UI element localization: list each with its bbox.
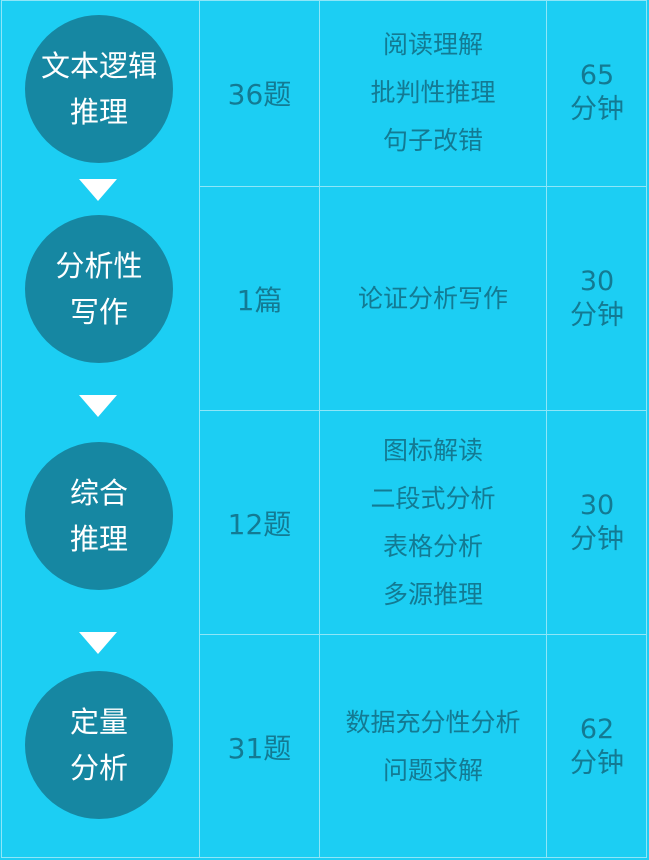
section-name-line: 推理 (69, 522, 128, 556)
topic: 句子改错 (382, 126, 483, 155)
question-count-cell: 12题 (200, 411, 319, 634)
topic: 二段式分析 (370, 483, 496, 513)
time-unit: 分钟 (570, 523, 624, 555)
time-value: 62 (579, 713, 615, 745)
row-divider (199, 634, 647, 635)
question-count-cell: 1篇 (200, 187, 319, 410)
column-divider (319, 0, 320, 858)
topics-cell: 论证分析写作 (320, 187, 546, 410)
topics-cell: 阅读理解 批判性推理 句子改错 (320, 0, 546, 186)
topics-cell: 数据充分性分析 问题求解 (320, 635, 546, 858)
section-name-line: 分析性 (55, 249, 143, 283)
section-circle-analytical-writing: 分析性 写作 (25, 215, 173, 363)
time-value: 65 (579, 60, 615, 91)
section-circle-quantitative: 定量 分析 (25, 671, 173, 819)
time-cell: 62 分钟 (547, 635, 647, 858)
topic: 批判性推理 (370, 78, 496, 107)
question-count-cell: 31题 (200, 635, 319, 858)
topic: 数据充分性分析 (345, 707, 521, 737)
time-unit: 分钟 (570, 747, 624, 779)
question-count: 12题 (227, 507, 292, 541)
topic: 论证分析写作 (357, 283, 508, 313)
topic: 图标解读 (382, 435, 483, 465)
time-value: 30 (579, 489, 615, 521)
section-name-line: 分析 (69, 751, 128, 785)
question-count: 31题 (227, 731, 292, 765)
down-arrow-icon (79, 632, 117, 654)
time-cell: 65 分钟 (547, 0, 647, 186)
down-arrow-icon (79, 395, 117, 417)
down-arrow-icon (79, 179, 117, 201)
section-name-line: 定量 (69, 705, 128, 739)
time-cell: 30 分钟 (547, 187, 647, 410)
time-value: 30 (579, 265, 615, 297)
question-count: 36题 (227, 78, 292, 111)
topic: 多源推理 (382, 579, 483, 609)
section-circle-verbal-reasoning: 文本逻辑 推理 (25, 15, 173, 163)
time-cell: 30 分钟 (547, 411, 647, 634)
row-divider (199, 410, 647, 411)
topics-cell: 图标解读 二段式分析 表格分析 多源推理 (320, 411, 546, 634)
time-unit: 分钟 (570, 94, 624, 125)
question-count-cell: 36题 (200, 0, 319, 186)
question-count: 1篇 (236, 283, 283, 317)
row-divider (199, 186, 647, 187)
topic: 阅读理解 (382, 30, 483, 59)
time-unit: 分钟 (570, 299, 624, 331)
topic: 表格分析 (382, 531, 483, 561)
section-name-line: 写作 (69, 295, 128, 329)
column-divider (546, 0, 547, 858)
section-name-line: 综合 (69, 476, 128, 510)
column-divider (199, 0, 200, 858)
section-name-line: 推理 (69, 95, 128, 129)
section-name-line: 文本逻辑 (40, 49, 157, 83)
topic: 问题求解 (382, 755, 483, 785)
section-circle-integrated-reasoning: 综合 推理 (25, 442, 173, 590)
